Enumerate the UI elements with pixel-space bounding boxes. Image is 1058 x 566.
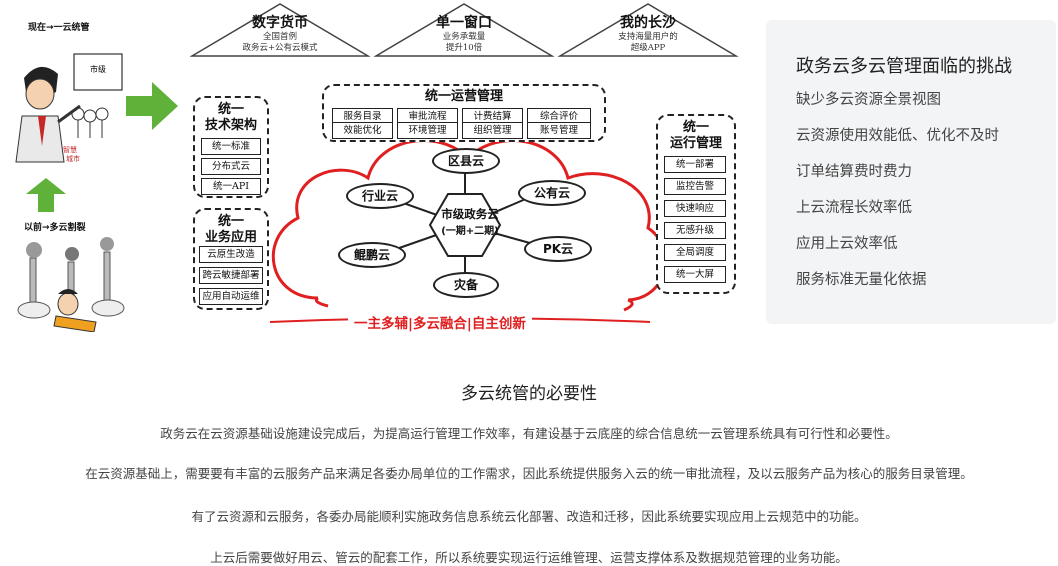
biz-chip: 应用自动运维 bbox=[199, 288, 263, 305]
center-line1: 市级政务云 bbox=[441, 207, 499, 221]
ops-chip: 账号管理 bbox=[527, 122, 591, 139]
node-public-cloud: 公有云 bbox=[518, 180, 586, 206]
right-arrow-icon bbox=[126, 82, 178, 130]
necessity-paragraph: 有了云资源和云服务，各委办局能顺利实施政务信息系统云化部署、改造和迁移，因此系统… bbox=[191, 510, 867, 524]
run-chip: 统一部署 bbox=[664, 156, 726, 173]
run-chip: 统一大屏 bbox=[664, 266, 726, 283]
ops-chip: 服务目录 bbox=[332, 108, 393, 125]
comic-panel: 现在→一云统管 市级 智慧 城市 以前→多云割裂 bbox=[8, 8, 158, 332]
challenge-item: 服务标准无量化依据 bbox=[796, 272, 927, 288]
necessity-paragraph: 政务云在云资源基础设施建设完成后，为提高运行管理工作效率，有建设基于云底座的综合… bbox=[160, 427, 898, 441]
pillar-line1: 业务承载量 bbox=[442, 32, 486, 42]
challenges-title: 政务云多云管理面临的挑战 bbox=[796, 56, 1012, 76]
biz-app-title: 统一 业务应用 bbox=[204, 214, 257, 245]
up-arrow-icon bbox=[26, 178, 66, 212]
node-industry-cloud: 行业云 bbox=[346, 183, 414, 209]
node-pk-cloud: PK云 bbox=[524, 236, 592, 262]
pillar-line2: 提升10倍 bbox=[445, 43, 483, 53]
before-caption: 以前→多云割裂 bbox=[24, 223, 86, 233]
pillars-roofs bbox=[190, 3, 739, 57]
challenges-panel: 政务云多云管理面临的挑战 缺少多云资源全景视图 云资源使用效能低、优化不及时 订… bbox=[766, 20, 1056, 324]
necessity-title: 多云统管的必要性 bbox=[461, 384, 597, 403]
pillar-my-changsha: 我的长沙 支持海量用户的 超级APP bbox=[588, 12, 708, 54]
challenge-item: 应用上云效率低 bbox=[796, 236, 898, 252]
run-chip: 快速响应 bbox=[664, 200, 726, 217]
note-line-1: 智慧 bbox=[63, 145, 77, 154]
run-chip: 无感升级 bbox=[664, 222, 726, 239]
ops-mgmt-title: 统一运营管理 bbox=[424, 89, 503, 104]
biz-chip: 跨云敏捷部署 bbox=[199, 267, 263, 284]
center-hexagon bbox=[428, 193, 502, 257]
biz-chip: 云原生改造 bbox=[199, 246, 263, 263]
center-line2: (一期+二期) bbox=[441, 226, 499, 237]
pillar-title: 单一窗口 bbox=[436, 15, 492, 31]
whiteboard-label: 市级 bbox=[90, 64, 106, 74]
slogan-text: 一主多辅|多云融合|自主创新 bbox=[348, 312, 532, 332]
ops-chip: 效能优化 bbox=[332, 122, 393, 139]
now-caption: 现在→一云统管 bbox=[28, 23, 90, 33]
run-mgmt-title: 统一 运行管理 bbox=[669, 120, 722, 151]
challenge-item: 云资源使用效能低、优化不及时 bbox=[796, 128, 999, 144]
pillar-single-window: 单一窗口 业务承载量 提升10倍 bbox=[404, 12, 524, 54]
node-disaster-recovery: 灾备 bbox=[433, 272, 499, 298]
tech-arch-title: 统一 技术架构 bbox=[204, 102, 257, 133]
run-chip: 全局调度 bbox=[664, 244, 726, 261]
fragmented-clouds-illustration bbox=[17, 237, 125, 332]
tech-chip: 统一API bbox=[201, 178, 261, 195]
pillar-title: 数字货币 bbox=[252, 15, 308, 31]
pillar-line1: 全国首例 bbox=[262, 32, 297, 42]
pillar-line2: 政务云+公有云模式 bbox=[242, 43, 318, 53]
biz-app-box: 统一 业务应用 云原生改造 跨云敏捷部署 应用自动运维 bbox=[193, 208, 269, 310]
manager-illustration: 市级 智慧 城市 bbox=[15, 53, 123, 163]
tech-arch-box: 统一 技术架构 统一标准 分布式云 统一API bbox=[193, 96, 269, 198]
run-mgmt-box: 统一 运行管理 统一部署 监控告警 快速响应 无感升级 全局调度 统一大屏 bbox=[656, 114, 736, 294]
challenge-item: 上云流程长效率低 bbox=[796, 200, 912, 216]
slogan-bar: 一主多辅|多云融合|自主创新 bbox=[260, 308, 660, 332]
tech-chip: 分布式云 bbox=[201, 158, 261, 175]
pillar-digital-currency: 数字货币 全国首例 政务云+公有云模式 bbox=[220, 12, 340, 54]
challenge-item: 缺少多云资源全景视图 bbox=[796, 92, 941, 108]
ops-chip: 环境管理 bbox=[397, 122, 458, 139]
necessity-paragraph: 上云后需要做好用云、管云的配套工作，所以系统要实现运行运维管理、运营支撑体系及数… bbox=[210, 551, 848, 565]
ops-mgmt-box: 统一运营管理 服务目录 审批流程 计费结算 综合评价 效能优化 环境管理 组织管… bbox=[322, 84, 606, 142]
pillar-line2: 超级APP bbox=[630, 43, 666, 53]
center-hub-label: 市级政务云 (一期+二期) bbox=[422, 206, 518, 237]
challenge-item: 订单结算费时费力 bbox=[796, 164, 912, 180]
ops-chip: 计费结算 bbox=[462, 108, 523, 125]
pillar-line1: 支持海量用户的 bbox=[618, 32, 678, 42]
ops-chip: 组织管理 bbox=[462, 122, 523, 139]
node-kunpeng-cloud: 鲲鹏云 bbox=[338, 242, 406, 268]
node-county-cloud: 区县云 bbox=[432, 148, 500, 174]
note-line-2: 城市 bbox=[66, 154, 80, 163]
tech-chip: 统一标准 bbox=[201, 138, 261, 155]
necessity-paragraph: 在云资源基础上，需要要有丰富的云服务产品来满足各委办局单位的工作需求，因此系统提… bbox=[85, 467, 973, 481]
pillar-title: 我的长沙 bbox=[620, 15, 676, 31]
run-chip: 监控告警 bbox=[664, 178, 726, 195]
